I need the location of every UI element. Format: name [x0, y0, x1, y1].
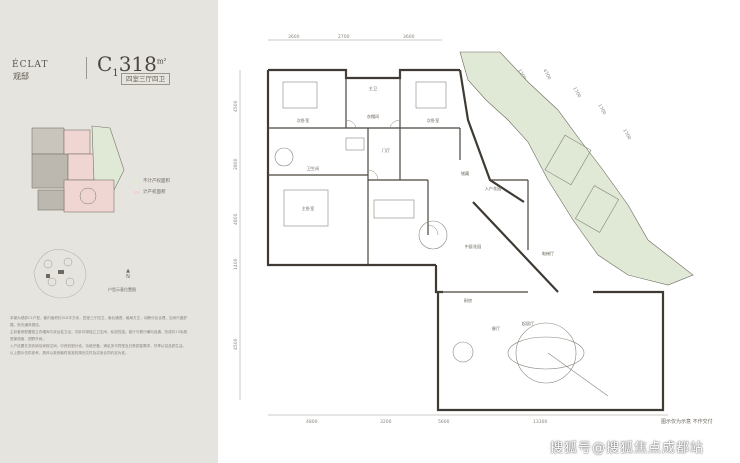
description-text: 本案为观邸C1户型，套内面积约318平方米，四室三厅四卫，南北通透，格局方正，动…: [10, 315, 188, 358]
legend-swatch: [134, 191, 140, 194]
dim-diag-2: 4700: [541, 68, 552, 81]
compass-note: 户型示意位置图: [108, 287, 136, 292]
dim-top-2: 2700: [338, 34, 350, 40]
unit-spec: 四室三厅四卫: [121, 73, 170, 85]
key-plan-thumbnail: [31, 125, 125, 213]
dim-diag-4: 1700: [596, 103, 607, 116]
brand-name-cn: 观邸: [13, 72, 29, 81]
room-label-bedroom2: 次卧室: [297, 117, 310, 124]
dim-bottom-1: 4800: [306, 419, 318, 425]
room-label-powder: 卫生间: [307, 165, 320, 172]
room-label-dining: 餐厅: [492, 325, 500, 332]
room-label-cloak: 衣帽间: [367, 113, 380, 120]
legend-item: 不计产权面积: [134, 176, 170, 187]
site-location-map: [33, 249, 87, 299]
watermark: 搜狐号@搜狐焦点成都站: [549, 441, 704, 456]
unit-area-unit: m²: [156, 57, 167, 66]
unit-title: C1318m²: [97, 52, 166, 79]
legend-item: 计产权面积: [134, 187, 170, 198]
unit-subscript: 1: [112, 68, 119, 79]
description-paragraph: 本案为观邸C1户型，套内面积约318平方米，四室三厅四卫，南北通透，格局方正，动…: [10, 316, 187, 328]
description-paragraph: 主卧套房配置独立衣帽间与双台盆卫浴，次卧均带独立卫生间，私密性强。客厅与餐厅横向…: [10, 330, 188, 342]
dim-left-3: 4800: [233, 213, 239, 225]
floor-plan: 3600 2700 3600 1700 4700 1700 1700 1700 …: [233, 34, 694, 425]
dim-bottom-3: 5600: [438, 419, 450, 425]
unit-code: C: [97, 52, 113, 76]
disclaimer-note: 图示仅为示意 不作交付: [661, 419, 713, 425]
room-label-courtyard: 中庭花园: [465, 243, 482, 250]
dim-left-1: 4500: [233, 100, 239, 112]
room-label-bedroom3: 次卧室: [427, 117, 440, 124]
description-paragraph: 入户设置玄关收纳及家政空间，中西双厨分设，功能完备，满足多代同堂及日常宴客需求，…: [10, 344, 187, 349]
unit-area: 318: [118, 52, 157, 76]
dim-left-4: 1400: [233, 258, 239, 270]
compass: ▲ N: [118, 268, 138, 280]
description-paragraph: 以上图示仅供参考，具体以政府最终批准的规划文件及买卖合同约定为准。: [10, 351, 129, 356]
room-label-master-bath: 主卫: [369, 85, 377, 91]
dim-diag-1: 1700: [516, 68, 527, 81]
dim-top-1: 3600: [288, 34, 300, 40]
room-label-entrance: 入户花园: [485, 185, 502, 192]
room-label-master-bedroom: 主卧室: [302, 205, 315, 212]
dim-bottom-4: 13300: [533, 419, 547, 425]
room-label-living: 起居厅: [522, 321, 535, 327]
dim-top-3: 3600: [403, 34, 415, 40]
room-label-storage: 储藏: [461, 170, 470, 177]
dim-diag-3: 1700: [571, 86, 582, 99]
room-label-foyer: 门厅: [382, 147, 390, 154]
brand-name-en: ÉCLAT: [12, 60, 49, 70]
compass-label: N: [126, 274, 130, 280]
room-label-elevator-lobby: 电梯厅: [542, 250, 555, 257]
title-divider: [86, 57, 87, 79]
legend-label: 不计产权面积: [143, 179, 170, 184]
dim-left-2: 2800: [233, 158, 239, 170]
room-label-kitchen: 厨房: [464, 297, 472, 304]
legend-swatch: [134, 180, 140, 183]
legend: 不计产权面积 计产权面积: [134, 176, 170, 198]
info-panel: ÉCLAT 观邸 C1318m² 四室三厅四卫 不计产权面积 计产权面积 ▲ N…: [0, 0, 218, 463]
dim-left-5: 4500: [233, 338, 239, 350]
dim-bottom-2: 3200: [380, 419, 392, 425]
compass-arrow-icon: ▲: [126, 268, 130, 274]
legend-label: 计产权面积: [143, 190, 166, 195]
dim-diag-5: 1700: [621, 128, 632, 141]
